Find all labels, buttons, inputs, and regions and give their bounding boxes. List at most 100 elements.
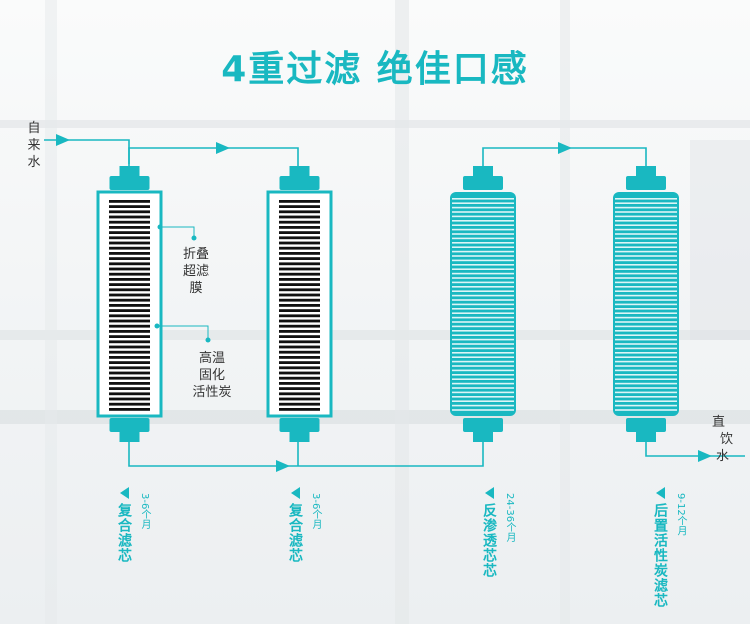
filter-pleat <box>279 215 320 219</box>
arrow-icon <box>216 142 230 154</box>
filter-pleat <box>109 335 150 338</box>
filter-ring <box>615 330 677 332</box>
filter-ring <box>452 343 514 345</box>
filter-ring <box>615 321 677 323</box>
filter-pleat <box>109 226 150 229</box>
triangle-icon <box>655 487 665 499</box>
filter-ring <box>615 211 677 213</box>
filter-pleat <box>279 319 320 323</box>
filter-ring <box>452 321 514 323</box>
top-nozzle <box>636 166 656 178</box>
membrane-callout-line: 超滤 <box>182 264 209 279</box>
filter-label-4: 后置活性炭滤芯 <box>650 487 670 608</box>
filter-cartridge-1 <box>96 166 163 442</box>
filter-cartridge-4 <box>613 166 679 442</box>
filter-pleat <box>109 293 150 297</box>
carbon-callout-line: 活性炭 <box>192 385 232 400</box>
filter-ring <box>615 308 677 310</box>
filter-pleat <box>279 298 320 302</box>
filter-ring <box>452 206 514 209</box>
filter-ring <box>452 246 514 248</box>
top-nozzle <box>289 166 310 178</box>
filter-ring <box>452 374 514 376</box>
filter-pleat <box>279 309 320 312</box>
filter-pleat <box>109 215 150 219</box>
filter-pleat <box>279 350 320 354</box>
filter-ring <box>452 264 514 266</box>
filter-pleat <box>279 241 320 245</box>
filter-pleat <box>109 345 150 349</box>
filter-ring <box>615 290 677 292</box>
filter-ring <box>452 303 514 306</box>
filter-ring <box>615 400 677 402</box>
filter-life-3: 24-36个月 <box>504 493 515 543</box>
filter-ring <box>452 365 514 367</box>
filter-pleat <box>279 340 320 344</box>
filter-ring <box>452 220 514 222</box>
filter-pleat <box>109 340 150 344</box>
filter-ring <box>615 334 677 336</box>
filter-ring <box>615 268 677 270</box>
filter-pleat <box>109 262 150 266</box>
filter-pleat <box>109 272 150 276</box>
filter-pleat <box>279 205 320 208</box>
inlet-label-char: 自 <box>27 121 41 136</box>
filter-pleat <box>279 252 320 255</box>
filter-ring <box>615 277 677 279</box>
filter-ring <box>615 224 677 226</box>
filter-cartridge-3 <box>450 166 516 442</box>
filter-ring <box>452 268 514 270</box>
filter-life-4: 9-12个月 <box>675 493 686 536</box>
top-nozzle <box>119 166 140 178</box>
filter-name: 复合滤芯 <box>116 503 132 563</box>
filter-ring <box>615 233 677 235</box>
filter-ring <box>452 387 514 389</box>
filter-pleat <box>109 304 150 307</box>
filter-ring <box>452 369 514 372</box>
outlet-label-char: 直 <box>712 415 726 430</box>
filter-ring <box>452 286 514 288</box>
filter-cartridge-2 <box>266 166 333 442</box>
filter-pleat <box>279 402 320 406</box>
filter-ring <box>615 347 677 350</box>
filter-ring <box>452 360 514 363</box>
filter-ring <box>615 303 677 306</box>
filter-ring <box>452 198 514 200</box>
filter-ring <box>615 369 677 372</box>
filter-ring <box>615 246 677 248</box>
carbon-callout-line: 高温 <box>198 351 225 366</box>
bottom-cap <box>463 418 503 432</box>
triangle-icon <box>290 487 300 499</box>
filter-ring <box>452 277 514 279</box>
filter-ring <box>615 250 677 253</box>
arrow-icon <box>698 450 712 462</box>
filter-ring <box>452 356 514 358</box>
filter-ring <box>615 237 677 240</box>
filter-ring <box>452 334 514 336</box>
filter-pleat <box>109 257 150 260</box>
filter-pleat <box>279 236 320 240</box>
callout-leader <box>157 325 209 340</box>
filter-pleat <box>109 220 150 224</box>
top-cap <box>109 176 150 190</box>
filter-ring <box>452 211 514 213</box>
filter-ring <box>615 387 677 389</box>
filter-ring <box>615 409 677 411</box>
filter-ring <box>452 378 514 380</box>
filter-ring <box>615 206 677 209</box>
inlet-label: 自 来 水 <box>24 120 44 171</box>
top-nozzle <box>473 166 493 178</box>
bottom-nozzle <box>289 430 310 442</box>
top-cap <box>626 176 666 190</box>
filter-pleat <box>109 252 150 255</box>
filter-ring <box>615 294 677 297</box>
arrow-icon <box>276 460 290 472</box>
filter-pleat <box>109 267 150 271</box>
filter-ring <box>615 316 677 319</box>
carbon-callout: 高温 固化 活性炭 <box>184 350 240 401</box>
filter-name: 复合滤芯 <box>287 503 303 563</box>
inlet-label-char: 水 <box>27 155 41 170</box>
triangle-icon <box>119 487 129 499</box>
filter-pleat <box>279 288 320 292</box>
